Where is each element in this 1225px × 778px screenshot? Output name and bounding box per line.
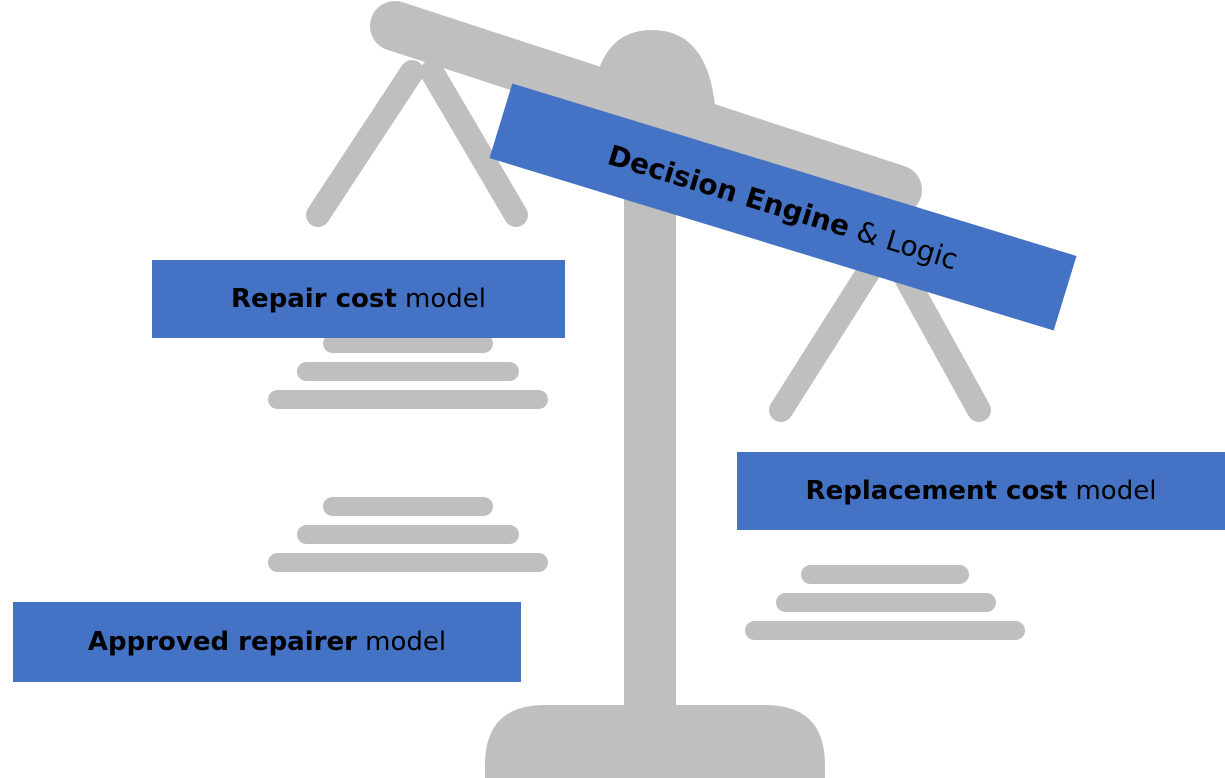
- right-plate-middle: [776, 593, 996, 612]
- left-plate-1-top: [323, 334, 493, 353]
- repair-cost-rest-text: model: [396, 284, 486, 314]
- scale-base: [485, 705, 825, 778]
- replacement-cost-bold-text: Replacement cost: [805, 476, 1068, 506]
- approved-repairer-rest-text: model: [356, 627, 447, 657]
- replacement-cost-label: Replacement cost model: [806, 476, 1157, 506]
- approved-repairer-bold-text: Approved repairer: [87, 627, 357, 657]
- repair-cost-bold-text: Repair cost: [230, 284, 397, 314]
- left-plate-1-bottom: [268, 390, 548, 409]
- right-plate-bottom: [745, 621, 1025, 640]
- right-hanger-left: [769, 248, 888, 422]
- repair-cost-model-box: Repair cost model: [152, 260, 565, 338]
- repair-cost-label: Repair cost model: [231, 284, 486, 314]
- replacement-cost-rest-text: model: [1067, 476, 1157, 506]
- scale-pillar: [624, 185, 676, 715]
- approved-repairer-model-box: Approved repairer model: [13, 602, 521, 682]
- right-plate-top: [801, 565, 969, 584]
- scale-beam: [370, 1, 922, 215]
- left-plate-2-top: [323, 497, 493, 516]
- left-plate-2-bottom: [268, 553, 548, 572]
- left-hanger-right: [420, 60, 528, 227]
- decision-engine-rest-text: & Logic: [844, 211, 962, 276]
- left-hanger-left: [306, 60, 424, 227]
- replacement-cost-model-box: Replacement cost model: [737, 452, 1225, 530]
- approved-repairer-label: Approved repairer model: [88, 627, 446, 657]
- left-plate-1-middle: [297, 362, 519, 381]
- left-plate-2-middle: [297, 525, 519, 544]
